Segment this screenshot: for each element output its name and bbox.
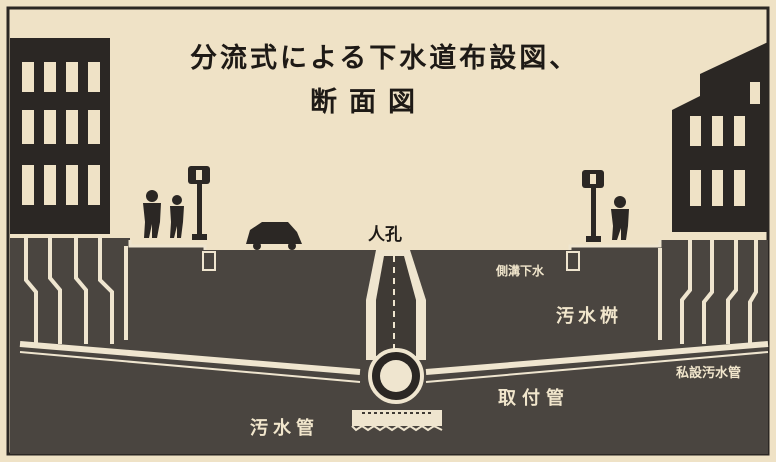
gutter-boxes — [202, 251, 580, 271]
connection-pipes — [19, 341, 769, 375]
label-side-gutter: 側溝下水 — [496, 264, 545, 278]
right-building — [672, 42, 768, 232]
house-drains-right — [658, 240, 758, 344]
pedestrians-left — [143, 190, 184, 238]
sewer-main-pipe — [368, 348, 424, 404]
connection-pipe-edges — [19, 351, 769, 383]
label-manhole: 人孔 — [368, 225, 402, 245]
label-catch-basin: 汚水桝 — [556, 306, 622, 327]
car — [246, 222, 302, 250]
street-lamp-left — [188, 166, 210, 240]
pipe-bedding — [351, 410, 443, 432]
house-drains-left — [24, 236, 128, 344]
left-building — [10, 38, 110, 234]
curbs — [128, 240, 662, 250]
pedestrian-right — [611, 196, 629, 240]
label-sewer-main: 汚水管 — [250, 418, 319, 439]
diagram-title: 分流式による下水道布設図、 — [190, 43, 580, 74]
street-lamp-right — [582, 170, 604, 242]
diagram-subtitle: 断面図 — [310, 87, 427, 118]
manhole-shaft — [366, 250, 426, 360]
label-house-drain: 私設汚水管 — [676, 366, 742, 381]
label-connection-pipe: 取付管 — [498, 388, 570, 409]
